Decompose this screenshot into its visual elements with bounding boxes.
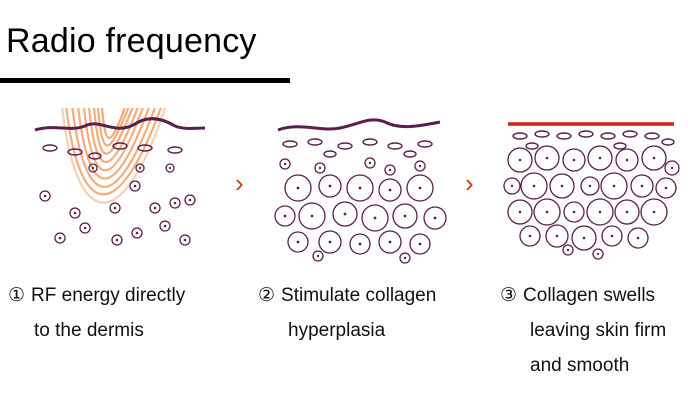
collagen-cells: [39, 163, 196, 246]
skin-surface-line: [34, 117, 205, 132]
step-2-line-2: hyperplasia: [288, 320, 386, 341]
stage-3-illustration: [502, 108, 682, 268]
step-2-line-1: Stimulate collagen: [281, 285, 437, 306]
dermis-ellipses: [512, 130, 675, 150]
rf-energy-waves: [61, 108, 167, 204]
step-2-number: ②: [258, 285, 276, 306]
step-3-line-1: Collagen swells: [523, 285, 656, 306]
arrow-right-icon: ›: [235, 168, 244, 198]
stage-1-illustration: [25, 108, 205, 268]
step-3-number: ③: [500, 285, 518, 306]
title-underline: [0, 78, 290, 83]
arrow-right-icon: ›: [465, 168, 474, 198]
collagen-cells: [503, 145, 680, 260]
step-3-line-2: leaving skin firm: [530, 320, 667, 341]
dermis-ellipses: [42, 142, 183, 160]
diagram-title: Radio frequency: [6, 22, 257, 60]
skin-surface-line: [277, 118, 441, 132]
collagen-cells: [274, 157, 447, 264]
dermis-ellipses: [282, 138, 433, 158]
step-1-line-1: RF energy directly: [31, 285, 186, 306]
stage-2-illustration: [270, 108, 450, 268]
step-1-line-2: to the dermis: [34, 320, 144, 341]
step-3-line-3: and smooth: [530, 355, 630, 376]
step-1-number: ①: [8, 285, 26, 306]
